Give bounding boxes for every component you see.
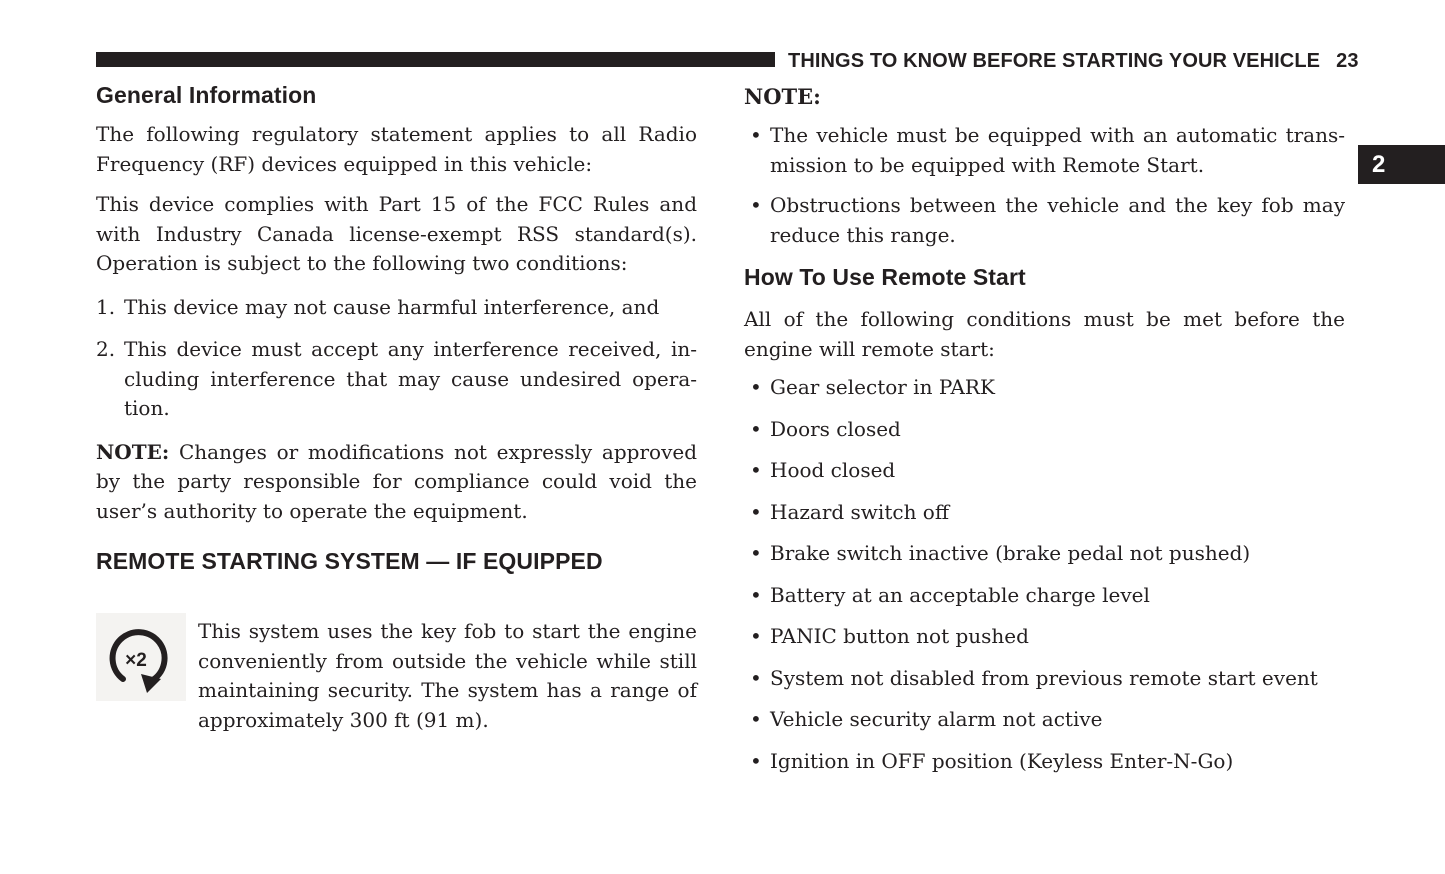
key-fob-press-twice-icon: ×2 xyxy=(96,613,186,701)
howto-intro-paragraph: All of the following conditions must be … xyxy=(744,307,1345,361)
bullet-icon: • xyxy=(750,375,762,399)
remote-start-media-row: ×2 This system uses the key fob to start… xyxy=(96,613,697,735)
heading-general-information: General Information xyxy=(96,82,317,108)
bullet-icon: • xyxy=(750,748,762,773)
left-column: General Information The following regula… xyxy=(96,82,697,735)
note-label: NOTE: xyxy=(96,439,170,464)
condition-item: • Ignition in OFF position (Keyless Ente… xyxy=(744,747,1345,777)
condition-item: • Hazard switch off xyxy=(744,498,1345,528)
page-number: 23 xyxy=(1336,50,1359,72)
chapter-tab: 2 xyxy=(1358,145,1445,184)
heading-note: NOTE: xyxy=(744,84,821,109)
condition-item: • Brake switch inactive (brake pedal not… xyxy=(744,539,1345,569)
note-bullet: • Obstructions between the vehicle and t… xyxy=(744,191,1345,250)
bullet-icon: • xyxy=(750,707,762,731)
bullet-icon: • xyxy=(750,193,762,217)
condition-item: • PANIC button not pushed xyxy=(744,622,1345,652)
numbered-item-2: 2. This device must accept any interfere… xyxy=(96,335,697,424)
bullet-icon: • xyxy=(750,458,762,482)
right-column: NOTE: • The vehicle must be equipped wit… xyxy=(744,84,1345,776)
note-paragraph: NOTE: Changes or modifications not expre… xyxy=(96,439,698,523)
page-header: THINGS TO KNOW BEFORE STARTING YOUR VEHI… xyxy=(788,50,1358,72)
running-header-title: THINGS TO KNOW BEFORE STARTING YOUR VEHI… xyxy=(788,50,1321,72)
fcc-paragraph: This device complies with Part 15 of the… xyxy=(96,192,697,275)
heading-remote-starting-system: REMOTE STARTING SYSTEM — IF EQUIPPED xyxy=(96,548,603,574)
bullet-icon: • xyxy=(750,416,762,441)
bullet-icon: • xyxy=(750,499,762,524)
press-twice-label: ×2 xyxy=(125,650,147,671)
bullet-icon: • xyxy=(750,123,762,147)
header-rule xyxy=(96,52,775,67)
bullet-icon: • xyxy=(750,665,762,690)
condition-item: • System not disabled from previous remo… xyxy=(744,664,1345,694)
condition-item: • Hood closed xyxy=(744,456,1345,486)
regulatory-paragraph: The following regulatory statement appli… xyxy=(96,122,697,176)
numbered-item-1: 1. This device may not cause harmful int… xyxy=(96,293,697,323)
remote-start-paragraph: This system uses the key fob to start th… xyxy=(198,619,697,732)
bullet-icon: • xyxy=(750,582,762,607)
heading-how-to-use-remote-start: How To Use Remote Start xyxy=(744,264,1026,290)
condition-item: • Battery at an acceptable charge level xyxy=(744,581,1345,611)
condition-item: • Doors closed xyxy=(744,415,1345,445)
chapter-tab-label: 2 xyxy=(1372,151,1386,178)
condition-item: • Vehicle security alarm not active xyxy=(744,705,1345,735)
bullet-icon: • xyxy=(750,624,762,648)
item-number: 1. xyxy=(96,294,116,319)
item-number: 2. xyxy=(96,337,116,361)
note-bullet: • The vehicle must be equipped with an a… xyxy=(744,121,1345,180)
bullet-icon: • xyxy=(750,541,762,565)
condition-item: • Gear selector in PARK xyxy=(744,373,1345,403)
